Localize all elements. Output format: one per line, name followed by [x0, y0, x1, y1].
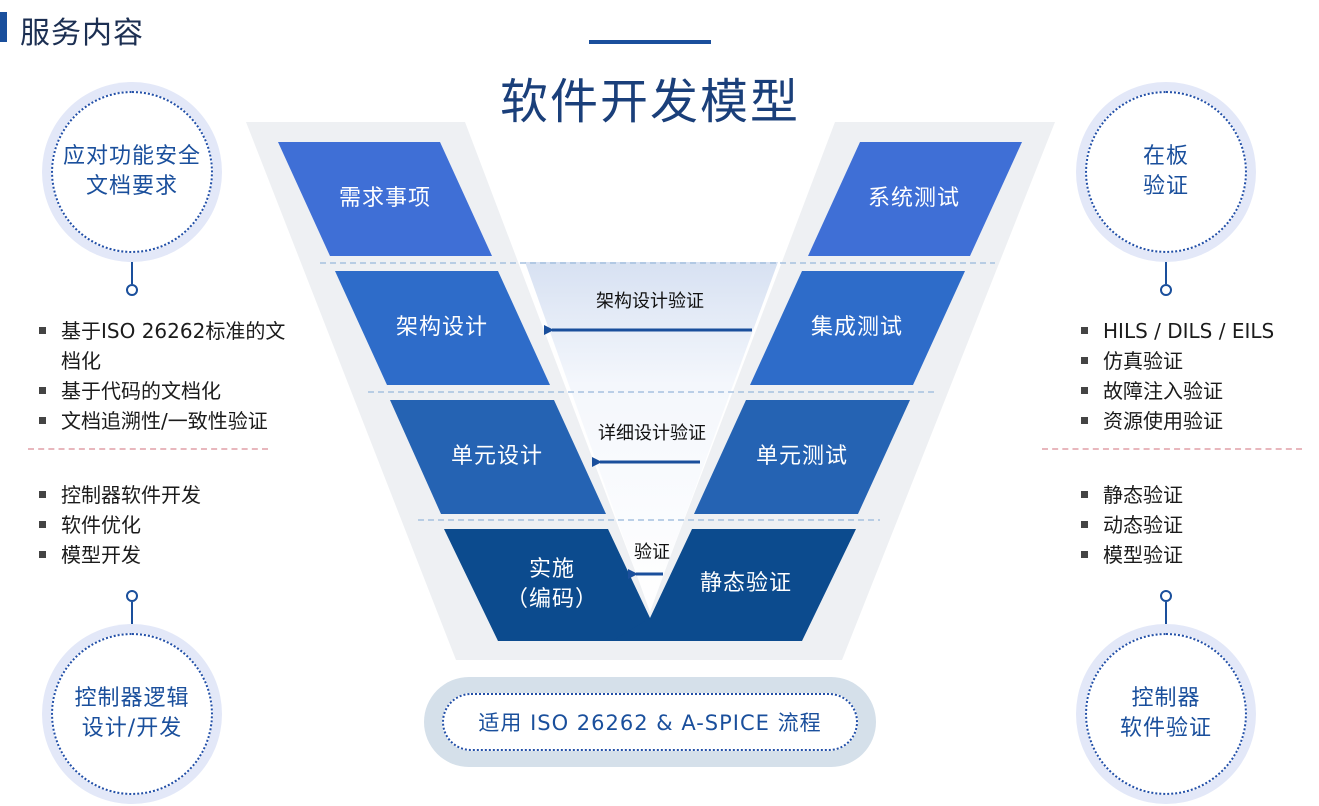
connector-line — [1165, 262, 1167, 284]
band-architecture-design — [335, 271, 550, 385]
divider — [1042, 448, 1302, 450]
section-marker — [0, 12, 7, 42]
band-implementation — [444, 529, 687, 641]
circle-inner: 在板 验证 — [1085, 91, 1247, 253]
right-bottom-feature-list: 静态验证 动态验证 模型验证 — [1075, 480, 1295, 570]
architecture-design-label: 架构设计 — [395, 315, 488, 340]
list-item: 基于代码的文档化 — [33, 376, 313, 406]
circle-text-line: 验证 — [1142, 174, 1189, 199]
band-integration-test — [750, 271, 965, 385]
v-frame — [246, 122, 1055, 660]
title-underline — [589, 40, 711, 44]
circle-text-line: 控制器逻辑 — [74, 686, 190, 711]
connector-dot — [1160, 590, 1172, 602]
system-test-label: 系统测试 — [867, 186, 960, 211]
code-verification-label: 验证 — [634, 542, 670, 563]
implementation-label-line1: 实施 — [528, 557, 575, 582]
implementation-label-line2: （编码） — [505, 587, 598, 612]
band-unit-design — [390, 400, 606, 514]
circle-inner: 控制器逻辑 设计/开发 — [51, 633, 213, 795]
unit-test-label: 单元测试 — [755, 444, 848, 469]
list-item: 动态验证 — [1075, 510, 1295, 540]
circle-controller-software-verification: 控制器 软件验证 — [1076, 624, 1256, 804]
circle-text-line: 在板 — [1142, 144, 1189, 169]
process-badge: 适用 ISO 26262 & A-SPICE 流程 — [424, 677, 876, 767]
circle-text-line: 文档要求 — [85, 174, 178, 199]
band-requirements — [278, 142, 492, 256]
circle-on-board-verification: 在板 验证 — [1076, 82, 1256, 262]
circle-inner: 控制器 软件验证 — [1085, 633, 1247, 795]
divider — [28, 448, 268, 450]
v-inner-area — [525, 262, 778, 612]
connector-dot — [1160, 284, 1172, 296]
circle-controller-logic-design: 控制器逻辑 设计/开发 — [42, 624, 222, 804]
unit-design-label: 单元设计 — [450, 444, 543, 469]
connector-dot — [126, 590, 138, 602]
circle-text-line: 设计/开发 — [81, 716, 183, 741]
process-label: 适用 ISO 26262 & A-SPICE 流程 — [442, 693, 858, 751]
circle-inner: 应对功能安全 文档要求 — [51, 91, 213, 253]
band-static-verification — [612, 529, 856, 641]
circle-text-line: 软件验证 — [1119, 716, 1212, 741]
circle-functional-safety-docs: 应对功能安全 文档要求 — [42, 82, 222, 262]
list-item: 控制器软件开发 — [33, 480, 293, 510]
implementation-label: 实施 （编码） — [492, 555, 612, 615]
list-item: HILS / DILS / EILS — [1075, 316, 1315, 346]
requirements-label: 需求事项 — [338, 186, 431, 211]
architecture-verification-label: 架构设计验证 — [596, 291, 704, 312]
circle-text-line: 应对功能安全 — [62, 144, 201, 169]
left-top-feature-list: 基于ISO 26262标准的文档化 基于代码的文档化 文档追溯性/一致性验证 — [33, 316, 313, 436]
integration-test-label: 集成测试 — [810, 315, 903, 340]
band-unit-test — [694, 400, 910, 514]
list-item: 基于ISO 26262标准的文档化 — [33, 316, 313, 376]
list-item: 模型验证 — [1075, 540, 1295, 570]
list-item: 故障注入验证 — [1075, 376, 1315, 406]
detailed-design-verification-label: 详细设计验证 — [598, 423, 706, 444]
page-title: 软件开发模型 — [499, 74, 800, 130]
connector-line — [1165, 602, 1167, 624]
section-title: 服务内容 — [20, 16, 144, 51]
list-item: 静态验证 — [1075, 480, 1295, 510]
list-item: 软件优化 — [33, 510, 293, 540]
list-item: 资源使用验证 — [1075, 406, 1315, 436]
connector-line — [131, 262, 133, 284]
band-system-test — [808, 142, 1022, 256]
right-top-feature-list: HILS / DILS / EILS 仿真验证 故障注入验证 资源使用验证 — [1075, 316, 1315, 436]
list-item: 模型开发 — [33, 540, 293, 570]
connector-dot — [126, 284, 138, 296]
connector-line — [131, 602, 133, 624]
static-verification-label: 静态验证 — [699, 571, 792, 596]
left-bottom-feature-list: 控制器软件开发 软件优化 模型开发 — [33, 480, 293, 570]
circle-text-line: 控制器 — [1131, 686, 1201, 711]
list-item: 仿真验证 — [1075, 346, 1315, 376]
list-item: 文档追溯性/一致性验证 — [33, 406, 313, 436]
